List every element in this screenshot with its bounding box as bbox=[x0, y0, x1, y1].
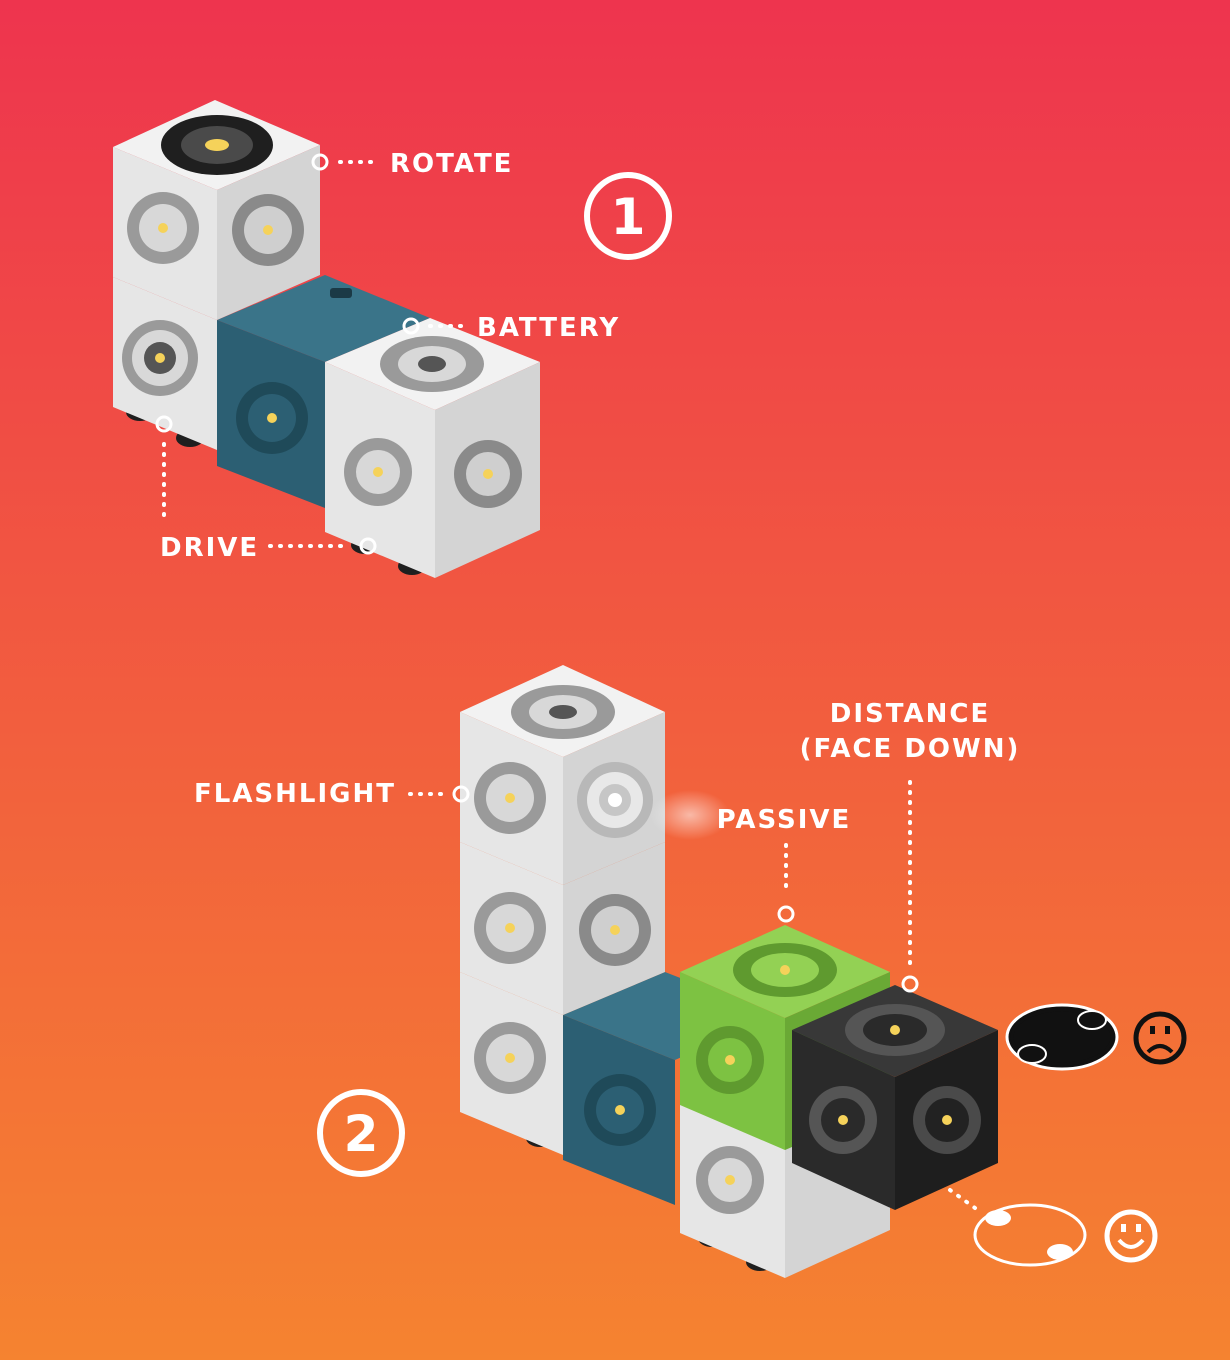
callout-ring bbox=[359, 537, 377, 555]
label-distance-line2: (FACE DOWN) bbox=[800, 734, 1021, 764]
callout-drive bbox=[155, 415, 377, 555]
label-flashlight: FLASHLIGHT bbox=[194, 779, 396, 809]
callout-ring bbox=[155, 415, 173, 433]
connector-face bbox=[127, 192, 304, 266]
flashlight-cube bbox=[460, 665, 730, 885]
flashlight-lens-icon bbox=[577, 762, 730, 840]
callout-ring bbox=[777, 905, 795, 923]
frown-face-icon bbox=[1133, 1011, 1187, 1065]
drive-cube bbox=[113, 277, 217, 450]
callout-passive bbox=[777, 843, 795, 923]
callout-ring bbox=[311, 153, 329, 171]
usb-port-icon bbox=[330, 288, 352, 298]
step-two-badge: 2 bbox=[317, 1089, 405, 1177]
callout-ring bbox=[402, 317, 420, 335]
assembly-two: FLASHLIGHT PASSIVE DISTANCE (FACE DOWN) bbox=[194, 665, 1187, 1278]
step-two-number: 2 bbox=[344, 1105, 379, 1163]
distance-cube bbox=[792, 985, 998, 1210]
assembly-one: ROTATE BATTERY DRIVE 1 bbox=[113, 100, 672, 578]
label-drive: DRIVE bbox=[160, 533, 259, 563]
callout-battery bbox=[402, 317, 464, 335]
robot-outline-icon bbox=[973, 1203, 1087, 1267]
callout-flashlight bbox=[408, 785, 470, 803]
rotate-cube bbox=[113, 100, 320, 320]
callout-rotate bbox=[311, 153, 374, 171]
battery-cube bbox=[217, 275, 430, 508]
label-battery: BATTERY bbox=[477, 313, 620, 343]
label-distance-line1: DISTANCE bbox=[830, 699, 990, 729]
right-white-cube bbox=[325, 318, 540, 578]
callout-distance bbox=[901, 780, 919, 993]
middle-white-cube bbox=[460, 842, 665, 1015]
robot-dark-icon bbox=[1005, 1003, 1119, 1071]
label-rotate: ROTATE bbox=[390, 149, 513, 179]
label-passive: PASSIVE bbox=[717, 805, 852, 835]
step-one-number: 1 bbox=[611, 188, 646, 246]
connector-face bbox=[236, 382, 308, 454]
connector-face bbox=[344, 336, 522, 508]
connector-face bbox=[122, 320, 198, 396]
smile-face-icon bbox=[1104, 1209, 1158, 1263]
callout-ring bbox=[452, 785, 470, 803]
callout-ring bbox=[901, 975, 919, 993]
rotate-disc-icon bbox=[161, 115, 273, 175]
bottom-white-cube bbox=[460, 972, 563, 1155]
step-one-badge: 1 bbox=[584, 172, 672, 260]
